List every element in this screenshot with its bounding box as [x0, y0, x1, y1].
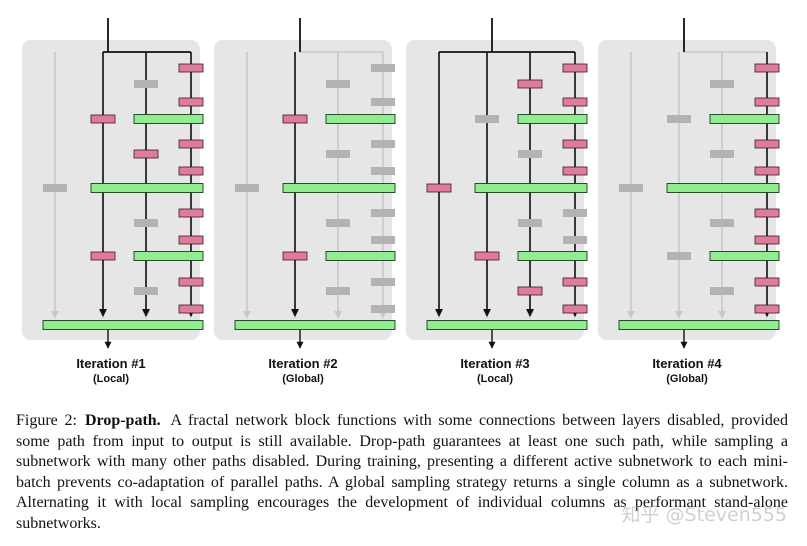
conv-layer-active	[178, 277, 204, 287]
conv-layer-active	[754, 208, 780, 218]
conv-layer-inactive	[326, 287, 350, 295]
caption-heading: Drop-path.	[84, 412, 161, 429]
drop-path-figure	[22, 18, 780, 349]
conv-layer-active	[90, 114, 116, 124]
conv-layer-inactive	[371, 64, 395, 72]
conv-layer-inactive	[326, 219, 350, 227]
conv-layer-active	[178, 208, 204, 218]
conv-layer-inactive	[563, 236, 587, 244]
conv-layer-active	[178, 304, 204, 314]
conv-layer-inactive	[371, 305, 395, 313]
conv-layer-active	[562, 97, 588, 107]
figure-caption: Figure 2: Drop-path. A fractal network bl…	[16, 411, 788, 534]
conv-layer-inactive	[710, 80, 734, 88]
join-layer	[234, 320, 396, 330]
conv-layer-active	[178, 166, 204, 176]
conv-layer-inactive	[235, 184, 259, 192]
conv-layer-active	[754, 63, 780, 73]
conv-layer-inactive	[326, 80, 350, 88]
caption-text: A fractal network block functions with s…	[16, 412, 788, 532]
conv-layer-active	[754, 277, 780, 287]
conv-layer-active	[90, 251, 116, 261]
conv-layer-active	[754, 166, 780, 176]
conv-layer-inactive	[710, 150, 734, 158]
conv-layer-inactive	[667, 115, 691, 123]
panel-subtitle-2: (Global)	[282, 373, 324, 385]
conv-layer-inactive	[371, 140, 395, 148]
conv-layer-active	[517, 79, 543, 89]
watermark-text: 知乎 @Steven555	[621, 504, 787, 526]
join-layer	[133, 114, 204, 124]
conv-layer-inactive	[667, 252, 691, 260]
join-layer	[325, 251, 396, 261]
conv-layer-active	[562, 277, 588, 287]
conv-layer-inactive	[43, 184, 67, 192]
panel-title-4: Iteration #4	[652, 356, 722, 371]
join-layer	[517, 114, 588, 124]
join-layer	[42, 320, 204, 330]
conv-layer-active	[178, 139, 204, 149]
conv-layer-active	[562, 139, 588, 149]
join-layer	[90, 183, 204, 193]
panel-title-1: Iteration #1	[76, 356, 146, 371]
join-layer	[517, 251, 588, 261]
conv-layer-inactive	[371, 167, 395, 175]
conv-layer-active	[282, 114, 308, 124]
conv-layer-inactive	[475, 115, 499, 123]
join-layer	[426, 320, 588, 330]
join-layer	[618, 320, 780, 330]
conv-layer-inactive	[518, 219, 542, 227]
panel-title-2: Iteration #2	[268, 356, 338, 371]
join-layer	[709, 251, 780, 261]
conv-layer-inactive	[371, 98, 395, 106]
conv-layer-active	[133, 149, 159, 159]
conv-layer-active	[754, 139, 780, 149]
conv-layer-active	[474, 251, 500, 261]
caption-label: Figure 2:	[16, 412, 77, 429]
panel-subtitle-4: (Global)	[666, 373, 708, 385]
conv-layer-active	[517, 286, 543, 296]
join-layer	[133, 251, 204, 261]
conv-layer-inactive	[134, 287, 158, 295]
conv-layer-active	[754, 97, 780, 107]
conv-layer-inactive	[134, 219, 158, 227]
conv-layer-inactive	[710, 287, 734, 295]
join-layer	[709, 114, 780, 124]
join-layer	[666, 183, 780, 193]
panel-subtitle-1: (Local)	[92, 373, 130, 385]
conv-layer-inactive	[619, 184, 643, 192]
panel-subtitle-3: (Local)	[476, 373, 514, 385]
conv-layer-active	[178, 235, 204, 245]
conv-layer-active	[754, 304, 780, 314]
conv-layer-active	[754, 235, 780, 245]
conv-layer-active	[562, 63, 588, 73]
conv-layer-active	[562, 166, 588, 176]
conv-layer-active	[282, 251, 308, 261]
conv-layer-inactive	[326, 150, 350, 158]
join-layer	[474, 183, 588, 193]
conv-layer-active	[178, 97, 204, 107]
conv-layer-active	[426, 183, 452, 193]
conv-layer-inactive	[134, 80, 158, 88]
panel-title-3: Iteration #3	[460, 356, 530, 371]
join-layer	[325, 114, 396, 124]
conv-layer-inactive	[371, 278, 395, 286]
conv-layer-active	[178, 63, 204, 73]
join-layer	[282, 183, 396, 193]
conv-layer-active	[562, 304, 588, 314]
conv-layer-inactive	[563, 209, 587, 217]
conv-layer-inactive	[710, 219, 734, 227]
conv-layer-inactive	[518, 150, 542, 158]
conv-layer-inactive	[371, 209, 395, 217]
conv-layer-inactive	[371, 236, 395, 244]
